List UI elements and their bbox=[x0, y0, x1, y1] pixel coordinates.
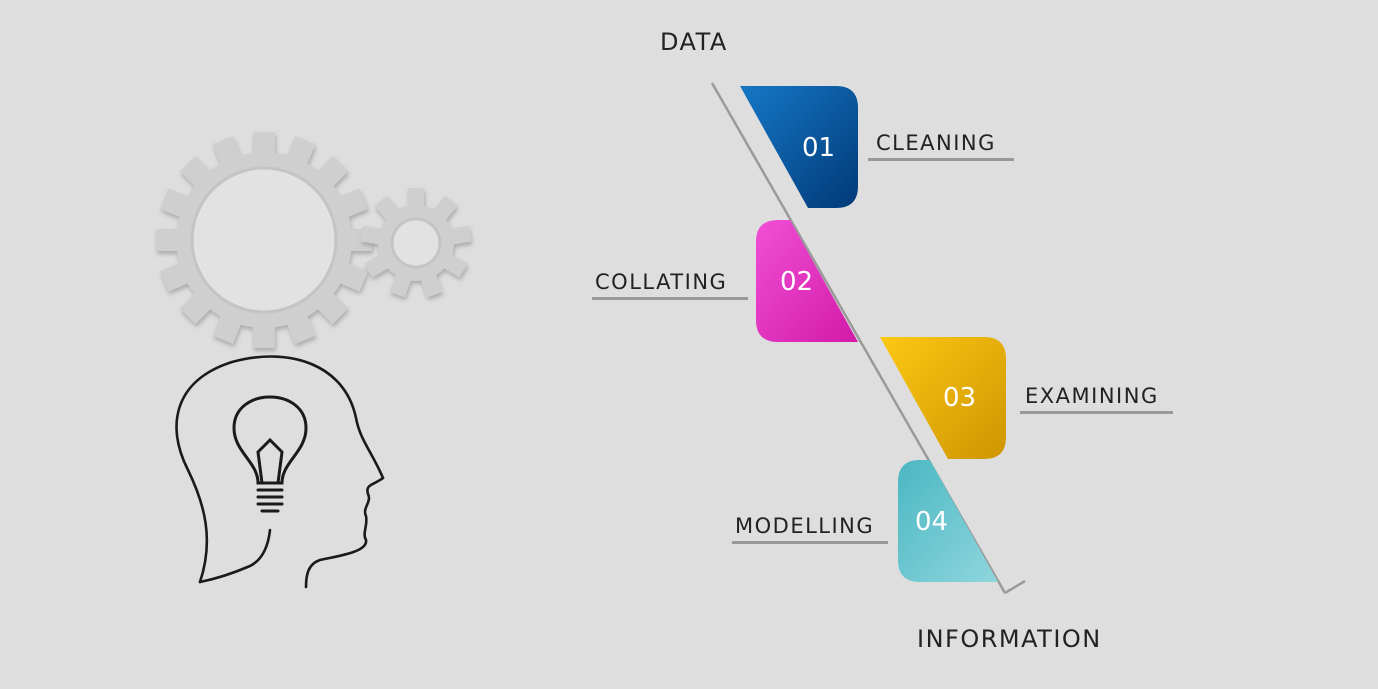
step-shape-02 bbox=[756, 220, 858, 342]
step-label-collating: COLLATING bbox=[595, 270, 728, 294]
end-label: INFORMATION bbox=[917, 625, 1102, 653]
head-profile-icon bbox=[175, 355, 385, 589]
step-label-cleaning: CLEANING bbox=[876, 131, 996, 155]
step-underline-04 bbox=[732, 541, 888, 544]
timeline-end-tick bbox=[1004, 579, 1026, 595]
step-number-03: 03 bbox=[943, 383, 977, 413]
gear-small-icon bbox=[360, 188, 472, 298]
step-underline-01 bbox=[868, 158, 1014, 161]
step-number-02: 02 bbox=[780, 267, 814, 297]
step-shape-04 bbox=[898, 460, 998, 582]
start-label: DATA bbox=[660, 28, 728, 56]
step-shape-01 bbox=[740, 86, 858, 208]
step-label-modelling: MODELLING bbox=[735, 514, 875, 538]
step-underline-03 bbox=[1020, 411, 1173, 414]
step-number-04: 04 bbox=[915, 507, 949, 537]
step-shape-03 bbox=[880, 337, 1006, 459]
gear-large-icon bbox=[156, 132, 372, 348]
step-label-examining: EXAMINING bbox=[1025, 384, 1159, 408]
step-underline-02 bbox=[592, 297, 748, 300]
lightbulb-icon bbox=[232, 395, 308, 513]
step-number-01: 01 bbox=[802, 133, 836, 163]
